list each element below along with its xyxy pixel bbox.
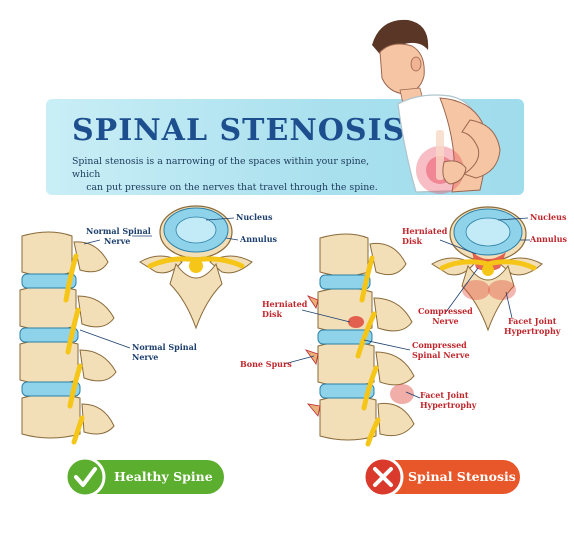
man-with-back-pain-illustration <box>372 19 501 194</box>
label-nucleus-healthy: Nucleus <box>236 212 273 222</box>
spinal-stenosis-badge-shape <box>362 456 520 498</box>
label-annulus-stenosis: Annulus <box>530 234 568 244</box>
page-title: SPINAL STENOSIS <box>72 113 406 148</box>
label-line: Herniated <box>402 226 448 236</box>
label-nucleus-stenosis: Nucleus <box>530 212 567 222</box>
label-normal-spinal-nerve-bottom: Normal Spinal Nerve <box>132 342 197 362</box>
spinal-stenosis-badge-label: Spinal Stenosis <box>408 469 516 484</box>
label-line: Normal Spinal <box>86 226 151 236</box>
label-line: Nerve <box>132 351 159 362</box>
subtitle-line-2: can put pressure on the nerves that trav… <box>86 182 378 193</box>
leader-lines <box>79 217 530 399</box>
label-herniated-disk-side: Herniated Disk <box>262 299 308 319</box>
label-normal-spinal-nerve-top: Normal Spinal Nerve <box>86 226 151 246</box>
stenosis-vertebra-top-view <box>431 206 543 332</box>
label-line: Compressed <box>412 340 467 350</box>
label-facet-joint-side: Facet Joint Hypertrophy <box>420 390 477 410</box>
label-line: Hypertrophy <box>420 399 477 410</box>
stenosis-spine-side-view <box>304 233 415 447</box>
label-compressed-nerve: Compressed Nerve <box>418 306 473 326</box>
label-facet-joint-top: Facet Joint Hypertrophy <box>504 316 561 336</box>
label-line: Compressed <box>418 306 473 316</box>
cross-icon <box>373 467 393 487</box>
label-line: Disk <box>262 308 283 319</box>
page-subtitle: Spinal stenosis is a narrowing of the sp… <box>72 155 392 194</box>
label-line: Nerve <box>104 235 131 246</box>
label-line: Facet Joint <box>420 390 469 400</box>
label-line: Facet Joint <box>507 316 557 326</box>
label-compressed-spinal-nerve: Compressed Spinal Nerve <box>412 340 470 360</box>
label-line: Normal Spinal <box>132 342 197 352</box>
checkmark-icon <box>74 467 97 487</box>
label-herniated-disk-top: Herniated Disk <box>402 226 448 246</box>
subtitle-line-1: Spinal stenosis is a narrowing of the sp… <box>72 156 370 180</box>
label-line: Disk <box>402 235 423 246</box>
label-line: Spinal Nerve <box>412 349 470 360</box>
healthy-spine-badge-shape <box>64 456 224 498</box>
label-line: Herniated <box>262 299 308 309</box>
label-line: Nerve <box>432 315 459 326</box>
label-annulus-healthy: Annulus <box>240 234 278 244</box>
label-line: Hypertrophy <box>504 325 561 336</box>
healthy-vertebra-top-view <box>139 205 253 330</box>
healthy-spine-badge-label: Healthy Spine <box>114 469 213 484</box>
healthy-spine-side-view <box>19 231 117 445</box>
label-bone-spurs: Bone Spurs <box>240 359 292 369</box>
